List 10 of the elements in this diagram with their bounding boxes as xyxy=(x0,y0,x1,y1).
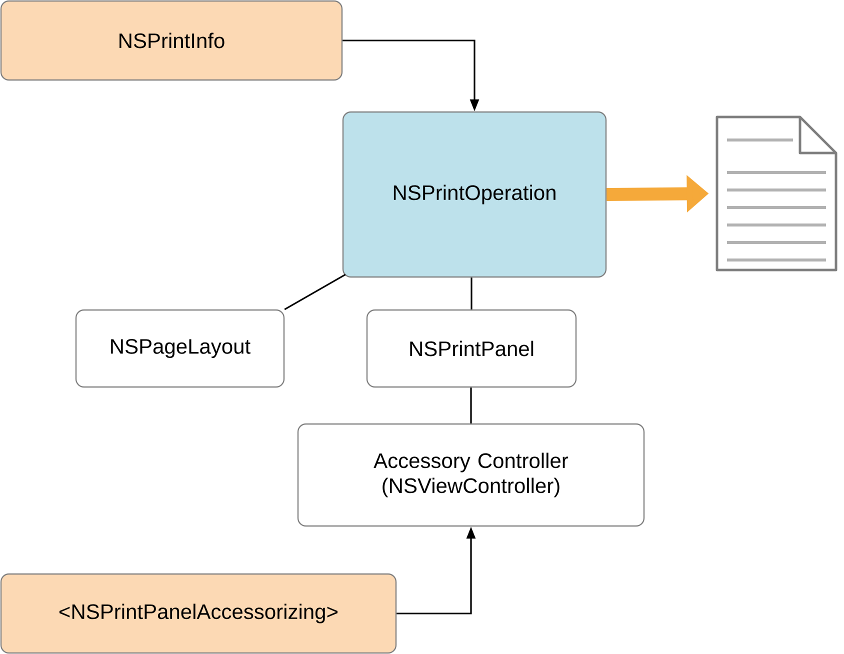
connector-line xyxy=(470,278,472,310)
protocol-box: <NSPrintPanelAccessorizing> xyxy=(0,573,397,654)
document-drawing xyxy=(716,116,838,272)
class-box: NSPrintInfo xyxy=(0,0,343,81)
class-box: NSPageLayout xyxy=(75,309,285,388)
class-box: Accessory Controller (NSViewController) xyxy=(297,423,645,527)
connector-line xyxy=(470,388,472,424)
connector-line xyxy=(284,274,346,310)
class-box: NSPrintPanel xyxy=(366,309,577,388)
class-box: NSPrintOperation xyxy=(342,111,607,278)
